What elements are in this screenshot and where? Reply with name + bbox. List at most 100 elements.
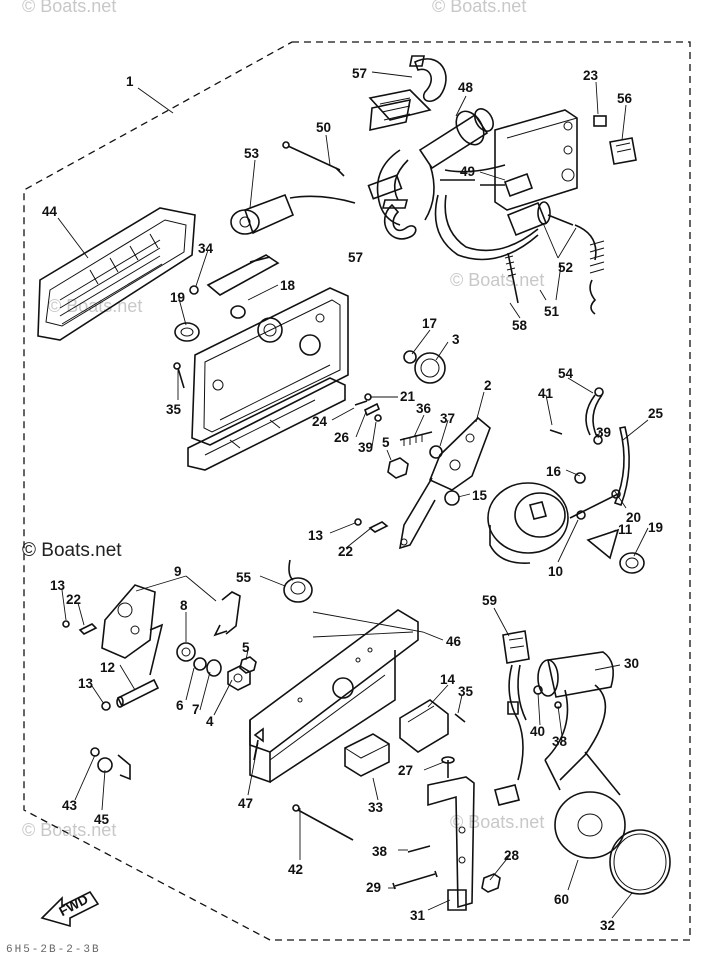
callout: 23 (583, 68, 599, 83)
callout: 43 (62, 798, 78, 813)
part-15-nut (444, 490, 460, 506)
callout: 27 (398, 763, 413, 778)
part-bushing (230, 305, 246, 319)
part-24-pin (354, 400, 368, 406)
part-32-cap (609, 829, 671, 895)
part-13-clip-center (354, 518, 362, 526)
part-39-screw-b (593, 435, 603, 445)
part-27-screw (441, 756, 455, 778)
callout: 6 (176, 698, 184, 713)
callout: 30 (624, 656, 639, 671)
callout-labels: 1 57 48 23 56 50 53 49 44 34 18 57 52 19… (42, 66, 664, 933)
callout: 12 (100, 660, 115, 675)
part-housing-upper (187, 287, 349, 471)
part-30-control-handle (537, 651, 626, 859)
part-53-kill-switch (230, 193, 356, 235)
callout: 44 (42, 204, 58, 219)
part-18-plate (206, 254, 280, 296)
part-12-rod (116, 678, 160, 708)
part-22-pin-center (368, 521, 389, 533)
callout: 5 (242, 640, 250, 655)
callout: 59 (482, 593, 497, 608)
callout: 8 (180, 598, 188, 613)
callout: 38 (552, 734, 568, 749)
callout: 29 (366, 880, 381, 895)
callout: 57 (352, 66, 367, 81)
part-5-nut-upper (387, 457, 409, 479)
callout: 55 (236, 570, 252, 585)
part-55-buzzer (283, 559, 313, 603)
part-59-connector (494, 630, 530, 806)
part-10-washer (576, 510, 586, 520)
part-19-seal (174, 322, 200, 342)
callout: 46 (446, 634, 462, 649)
callout: 35 (458, 684, 474, 699)
callout: 45 (94, 812, 110, 827)
callout: 42 (288, 862, 303, 877)
callout: 24 (312, 414, 328, 429)
callout: 5 (382, 435, 390, 450)
part-57-clip-top (409, 55, 447, 103)
part-11-plate (586, 528, 620, 560)
callout: 11 (618, 522, 633, 537)
callout: 48 (458, 80, 474, 95)
part-44-cover-plate (37, 207, 196, 341)
part-16-ball (574, 472, 586, 484)
part-25-strip (613, 426, 630, 507)
part-29-pin (392, 870, 438, 890)
callout: 54 (558, 366, 574, 381)
part-58-screw (504, 252, 519, 304)
assembly-boundary (23, 41, 691, 941)
part-4-nut (227, 665, 251, 691)
part-20-bolt (569, 489, 621, 519)
part-39-screw-a (374, 414, 382, 422)
part-28-nut (481, 873, 501, 893)
part-13-clip-lower (101, 701, 111, 711)
callout: 19 (170, 290, 185, 305)
callout: 60 (554, 892, 569, 907)
callout: 4 (206, 714, 214, 729)
part-49-connector (480, 172, 534, 198)
callout: 35 (166, 402, 182, 417)
callout: 22 (338, 544, 353, 559)
callout: 20 (626, 510, 641, 525)
callout: 53 (244, 146, 260, 161)
part-35-screw-lower (454, 713, 466, 723)
part-52-spring (574, 224, 605, 315)
callout: 21 (400, 389, 416, 404)
part-3-ring (414, 352, 446, 384)
part-31-arm (427, 776, 475, 911)
callout: 13 (78, 676, 94, 691)
callout: 3 (452, 332, 460, 347)
part-22-pin-left (78, 623, 98, 635)
callout: 39 (358, 440, 373, 455)
callout: 38 (372, 844, 388, 859)
callout: 33 (368, 800, 384, 815)
callout: 39 (596, 425, 611, 440)
callout: 26 (334, 430, 350, 445)
watermark: © Boats.net (450, 270, 545, 290)
callout: 56 (617, 91, 633, 106)
footer-code: 6H5-2B-2-3B (6, 944, 101, 956)
callout: 1 (126, 74, 134, 89)
part-37-washer (429, 445, 443, 459)
part-8-ring (176, 642, 196, 662)
callout: 19 (648, 520, 663, 535)
callout: 52 (558, 260, 573, 275)
part-6-washer (193, 657, 207, 671)
part-14-bracket (399, 699, 449, 753)
callout: 14 (440, 672, 456, 687)
part-41-screw (549, 429, 563, 435)
callout: 50 (316, 120, 331, 135)
watermark: © Boats.net (22, 0, 117, 16)
part-51-switch (506, 201, 574, 237)
part-bracket-top (494, 109, 578, 211)
callout: 51 (544, 304, 560, 319)
part-2-shift-lever (398, 416, 491, 550)
part-45-washer (97, 754, 131, 781)
watermark: © Boats.net (432, 0, 527, 16)
callout: 13 (50, 578, 66, 593)
part-cam-drum (487, 482, 569, 564)
callout: 15 (472, 488, 488, 503)
callout: 36 (416, 401, 432, 416)
